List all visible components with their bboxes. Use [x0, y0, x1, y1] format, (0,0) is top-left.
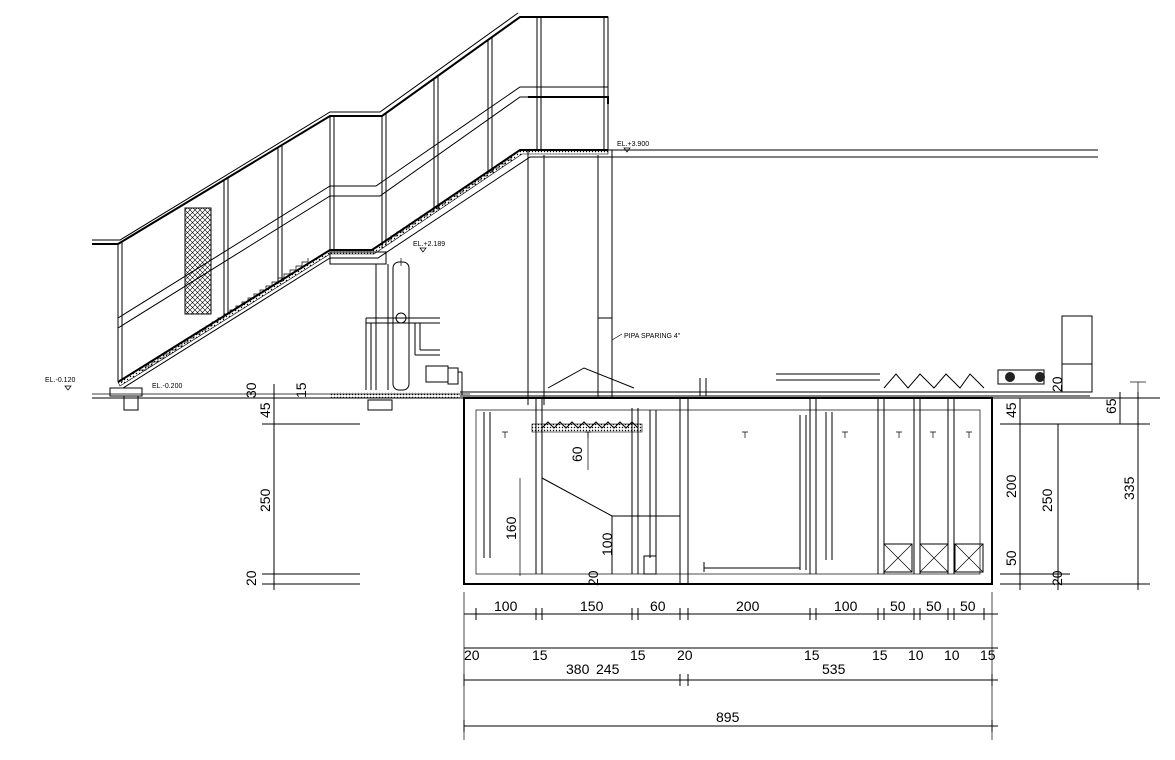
dim-right-65: 65 [1103, 398, 1119, 414]
inner-dimensions: 60 160 100 20 [503, 432, 615, 586]
dim-left-15: 15 [293, 382, 309, 398]
dim-right-250: 250 [1039, 488, 1055, 512]
dim-inner-100: 100 [599, 532, 615, 556]
dim-row2-15d: 15 [872, 647, 888, 663]
dim-row2-10a: 10 [908, 647, 924, 663]
dim-row3-380: 380 [566, 661, 590, 677]
column-support: EL.+3.900 EL.+2.189 PIPA SPARING 4" [329, 141, 1098, 405]
dim-row2-15e: 15 [980, 647, 996, 663]
dim-right-50: 50 [1003, 550, 1019, 566]
dim-right-20: 20 [1049, 570, 1065, 586]
dim-row2-15c: 15 [804, 647, 820, 663]
dim-row3-245: 245 [596, 661, 620, 677]
left-dimensions: 45 250 20 15 30 [243, 382, 360, 590]
dim-row3-535: 535 [822, 661, 846, 677]
elevation-left-2: EL.-0.200 [152, 383, 182, 390]
dim-row1-100a: 100 [494, 598, 518, 614]
pump-equipment [365, 258, 463, 395]
elevation-left-1: EL.-0.120 [45, 377, 75, 384]
dim-row2-15b: 15 [630, 647, 646, 663]
dim-row1-50a: 50 [890, 598, 906, 614]
dim-row1-150: 150 [580, 598, 604, 614]
dim-left-20: 20 [243, 570, 259, 586]
right-dimensions: 45 200 50 250 20 65 335 20 [1000, 376, 1150, 590]
pipe-note: PIPA SPARING 4" [624, 333, 681, 340]
dim-row2-10b: 10 [944, 647, 960, 663]
dim-right-45: 45 [1003, 402, 1019, 418]
ground-line: EL.-0.120 EL.-0.200 [45, 377, 1160, 399]
dim-right-335: 335 [1121, 476, 1137, 500]
dim-row2-20a: 20 [464, 647, 480, 663]
dim-inner-160: 160 [503, 516, 519, 540]
dim-inner-20: 20 [585, 570, 601, 586]
dim-row2-15a: 15 [532, 647, 548, 663]
dim-left-45: 45 [257, 402, 273, 418]
dim-row1-200: 200 [736, 598, 760, 614]
dim-right-20-top: 20 [1049, 376, 1065, 392]
dim-row2-20b: 20 [677, 647, 693, 663]
bottom-dimensions: 100 150 60 200 100 50 50 50 20 15 15 20 … [463, 592, 998, 740]
treatment-tank [460, 315, 1093, 585]
elevation-top: EL.+3.900 [617, 141, 649, 148]
dim-row1-100b: 100 [834, 598, 858, 614]
dim-row1-60: 60 [650, 598, 666, 614]
dim-left-250: 250 [257, 488, 273, 512]
dim-left-30: 30 [243, 382, 259, 398]
dim-total-895: 895 [716, 709, 740, 725]
dim-right-200: 200 [1003, 474, 1019, 498]
dim-inner-60: 60 [569, 446, 585, 462]
dim-row1-50c: 50 [960, 598, 976, 614]
elevation-mid: EL.+2.189 [413, 241, 445, 248]
dim-row1-50b: 50 [926, 598, 942, 614]
staircase [92, 12, 609, 411]
